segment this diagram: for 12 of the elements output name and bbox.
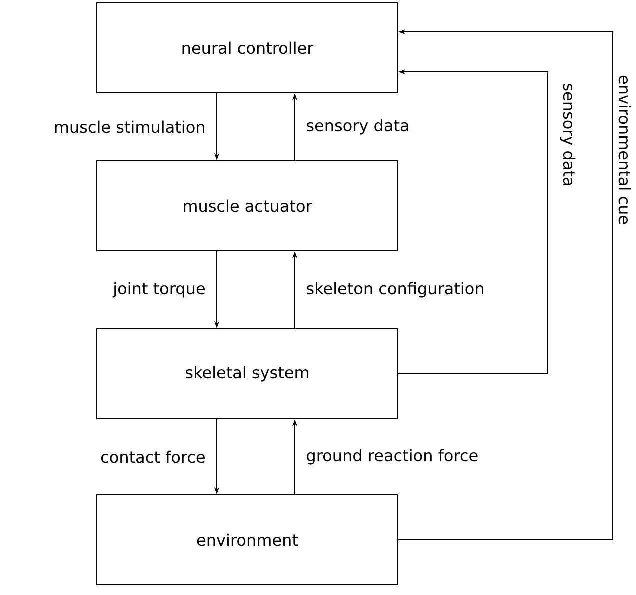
edge-label: ground reaction force: [305, 448, 480, 466]
edge-label: environmental cue: [618, 74, 632, 226]
edge-label: skeleton configuration: [305, 281, 486, 299]
process-box: muscle actuator: [96, 160, 398, 252]
edge-label: sensory data: [559, 82, 577, 188]
edge-label: sensory data: [305, 118, 411, 136]
edge-label: contact force: [100, 450, 207, 464]
edge-label: joint torque: [112, 281, 207, 299]
process-box: skeletal system: [96, 328, 398, 420]
edge-label: muscle stimulation: [52, 120, 207, 134]
process-box: environment: [96, 494, 398, 586]
process-box: neural controller: [96, 2, 398, 94]
